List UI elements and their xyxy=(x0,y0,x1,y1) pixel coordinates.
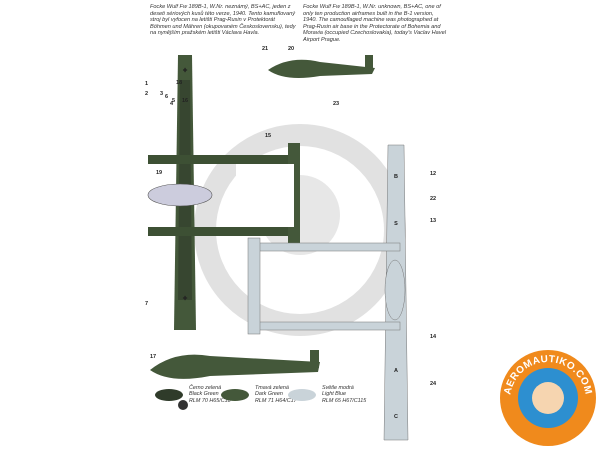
color-name-cz: Světle modrá xyxy=(322,385,354,391)
callout-number: 4 xyxy=(170,101,174,107)
callout-number: 16 xyxy=(182,98,188,104)
color-swatch xyxy=(221,388,249,401)
description-czech: Focke Wulf Fw 189B-1, W.Nr. neznámý, BS+… xyxy=(150,4,296,37)
callout-number: 20 xyxy=(288,46,294,52)
callout-number: 7 xyxy=(145,301,148,307)
side-view-upper xyxy=(268,55,375,78)
color-swatch xyxy=(155,388,183,401)
top-view-aircraft: ✚ ✚ xyxy=(147,55,300,330)
code-letter: A xyxy=(394,368,398,374)
callout-number: 13 xyxy=(430,218,436,224)
color-name-cz: Černo zelená xyxy=(189,385,222,391)
bottom-view-aircraft: B S A C xyxy=(247,144,409,441)
balkenkreuz-icon: ✚ xyxy=(183,67,188,74)
side-view-lower xyxy=(150,350,320,410)
callout-number: 15 xyxy=(265,133,271,139)
code-letter: S xyxy=(394,221,398,227)
callout-number: 17 xyxy=(150,354,156,360)
code-letter: C xyxy=(394,414,398,420)
callout-number: 12 xyxy=(430,171,436,177)
color-swatch xyxy=(288,388,316,401)
code-letter: B xyxy=(394,174,398,180)
color-name-en: Black Green xyxy=(189,391,219,398)
aeromautiko-badge: AEROMAUTIKO.COM xyxy=(500,350,596,446)
color-name-en: Dark Green xyxy=(255,391,283,398)
color-code: RLM 65 H67/C115 xyxy=(322,397,367,404)
description-english: Focke Wulf Fw 189B-1, W.Nr. unknown, BS+… xyxy=(303,4,446,43)
callout-number: 6 xyxy=(165,94,168,100)
color-name-cz: Tmavá zelená xyxy=(255,385,289,391)
callout-number: 1 xyxy=(145,81,148,87)
color-code: RLM 71 H64/C17 xyxy=(255,397,297,404)
callout-number: 22 xyxy=(430,196,436,202)
color-name-en: Light Blue xyxy=(322,391,346,398)
callout-number: 24 xyxy=(430,381,437,387)
callout-number: 3 xyxy=(160,91,163,97)
balkenkreuz-icon: ✚ xyxy=(183,295,188,302)
callout-number: 5 xyxy=(172,98,175,104)
callout-number: 19 xyxy=(156,170,162,176)
callout-number: 2 xyxy=(145,91,148,97)
callout-number: 18 xyxy=(176,80,182,86)
callout-number: 21 xyxy=(262,46,268,52)
color-code: RLM 70 H65/C18 xyxy=(189,397,231,404)
callout-number: 23 xyxy=(333,101,339,107)
callout-number: 14 xyxy=(430,334,437,340)
